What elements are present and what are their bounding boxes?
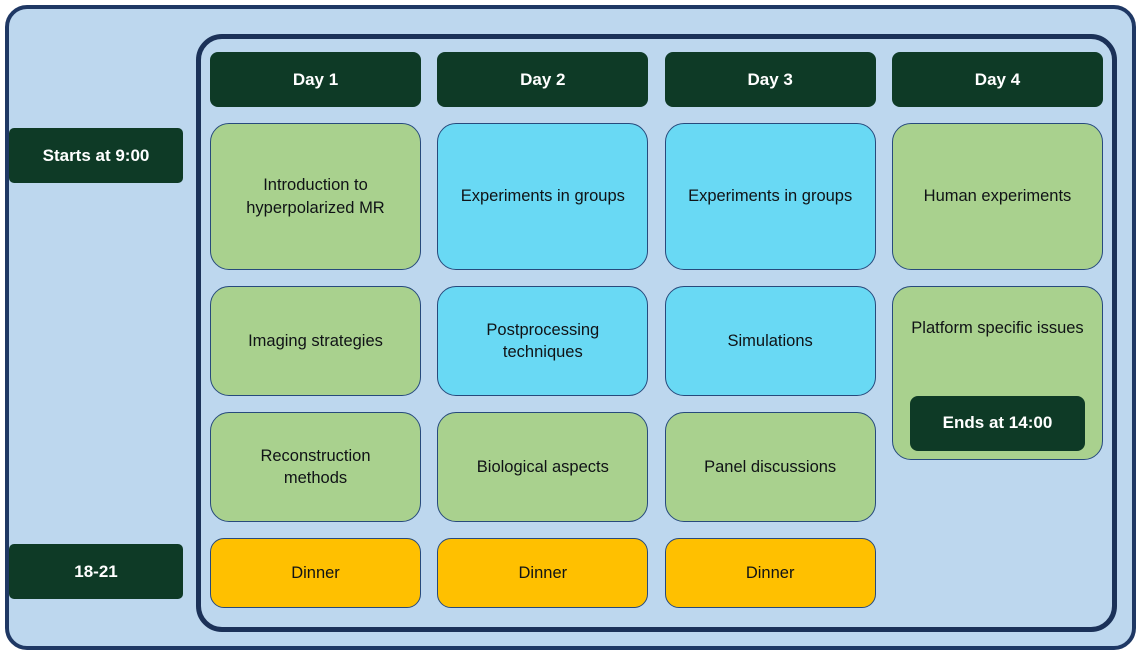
day4-header: Day 4 <box>891 52 1103 107</box>
end-time-badge: Ends at 14:00 <box>909 396 1085 451</box>
schedule-board: Day 1 Introduction to hyperpolarized MR … <box>196 34 1117 632</box>
day4-column: Day 4 Human experiments Platform specifi… <box>891 52 1103 614</box>
dinner-cell: Dinner <box>210 538 421 608</box>
day3-column: Day 3 Experiments in groups Simulations … <box>664 52 876 614</box>
day3-header: Day 3 <box>664 52 876 107</box>
session-cell: Panel discussions <box>664 412 876 522</box>
session-cell: Imaging strategies <box>210 286 421 396</box>
day2-header: Day 2 <box>437 52 649 107</box>
session-cell: Simulations <box>664 286 876 396</box>
session-cell-label: Platform specific issues <box>911 319 1084 337</box>
session-cell: Experiments in groups <box>437 123 649 270</box>
session-cell: Postprocessing techniques <box>437 286 649 396</box>
dinner-cell: Dinner <box>664 538 876 608</box>
day1-header: Day 1 <box>210 52 421 107</box>
session-cell: Reconstruction methods <box>210 412 421 522</box>
day1-column: Day 1 Introduction to hyperpolarized MR … <box>210 52 421 614</box>
session-cell: Introduction to hyperpolarized MR <box>210 123 421 270</box>
schedule-canvas: Starts at 9:00 18-21 Day 1 Introduction … <box>5 5 1136 650</box>
day2-column: Day 2 Experiments in groups Postprocessi… <box>437 52 649 614</box>
session-cell: Human experiments <box>891 123 1103 270</box>
evening-time-label: 18-21 <box>9 544 183 599</box>
session-cell: Platform specific issues Ends at 14:00 <box>891 286 1103 460</box>
dinner-cell: Dinner <box>437 538 649 608</box>
session-cell: Biological aspects <box>437 412 649 522</box>
session-cell: Experiments in groups <box>664 123 876 270</box>
start-time-label: Starts at 9:00 <box>9 128 183 183</box>
